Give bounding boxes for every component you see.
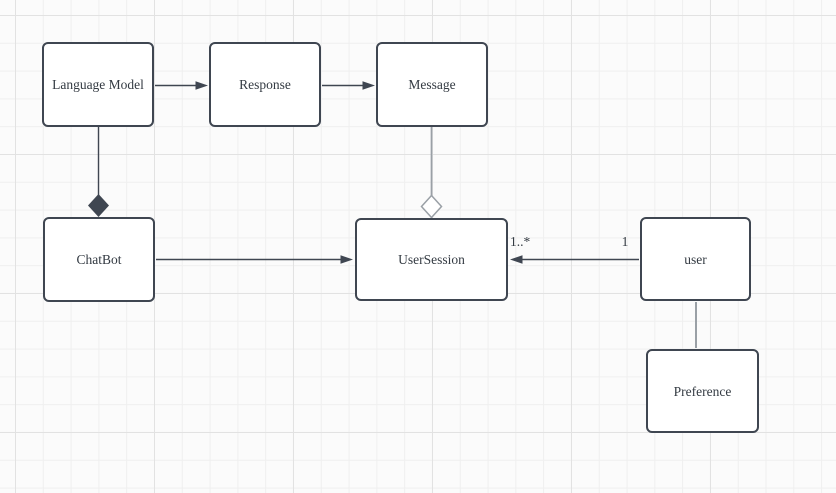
edge-user-usersession[interactable] (510, 255, 639, 264)
node-label: Response (239, 77, 291, 92)
node-language-model[interactable]: Language Model (42, 42, 154, 127)
node-preference[interactable]: Preference (646, 349, 759, 433)
aggregation-diamond-icon (420, 194, 443, 219)
arrowhead-icon (195, 81, 208, 90)
node-label: ChatBot (76, 252, 122, 267)
node-message[interactable]: Message (376, 42, 488, 127)
edge-languagemodel-chatbot[interactable] (88, 127, 109, 217)
arrowhead-icon (362, 81, 375, 90)
edge-response-message[interactable] (322, 81, 375, 90)
composition-diamond-icon (88, 194, 109, 217)
node-usersession[interactable]: UserSession (355, 218, 508, 301)
node-label: Language Model (52, 77, 144, 92)
node-chatbot[interactable]: ChatBot (43, 217, 155, 302)
edge-message-usersession[interactable] (420, 127, 443, 219)
edge-languagemodel-response[interactable] (155, 81, 208, 90)
edge-chatbot-usersession[interactable] (156, 255, 353, 264)
multiplicity-label-target[interactable]: 1..* (510, 234, 531, 249)
node-label: Message (408, 77, 456, 92)
arrowhead-icon (510, 255, 523, 264)
node-response[interactable]: Response (209, 42, 321, 127)
node-label: UserSession (398, 252, 465, 267)
multiplicity-label-source[interactable]: 1 (621, 234, 629, 249)
arrowhead-icon (340, 255, 353, 264)
node-label: Preference (673, 383, 732, 399)
node-user[interactable]: user (640, 217, 751, 301)
node-label: user (684, 251, 707, 267)
